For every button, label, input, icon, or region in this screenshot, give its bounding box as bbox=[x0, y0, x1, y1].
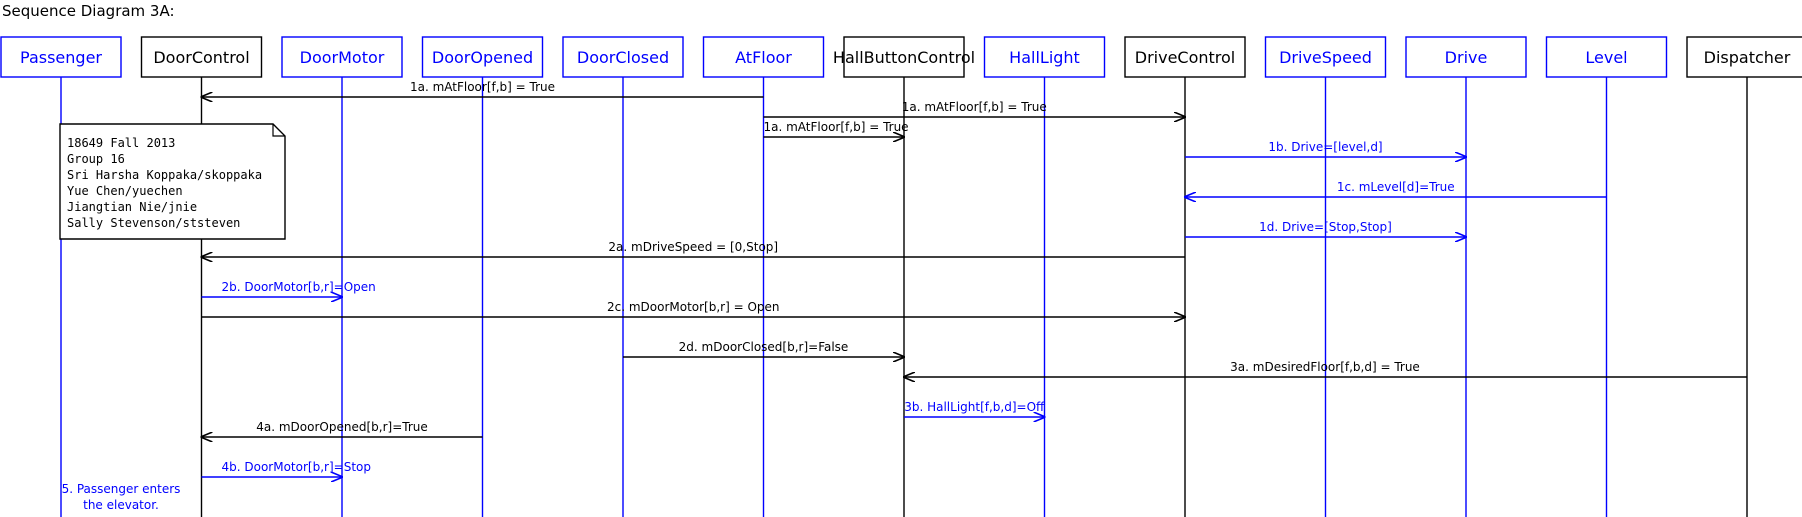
message-label: 2c. mDoorMotor[b,r] = Open bbox=[607, 300, 780, 314]
lifeline-label-dispatcher: Dispatcher bbox=[1704, 48, 1791, 67]
lifeline-label-door-opened: DoorOpened bbox=[432, 48, 533, 67]
lifeline-door-control: DoorControl bbox=[140, 36, 263, 517]
lifeline-box-passenger[interactable] bbox=[0, 36, 122, 78]
lifeline-door-opened: DoorOpened bbox=[421, 36, 544, 517]
message-14: 4b. DoorMotor[b,r]=Stop bbox=[201, 460, 371, 477]
lifeline-box-hall-button-control[interactable] bbox=[843, 36, 965, 78]
lifeline-label-drive: Drive bbox=[1445, 48, 1488, 67]
message-label: 2a. mDriveSpeed = [0,Stop] bbox=[608, 240, 778, 254]
message-1: 1a. mAtFloor[f,b] = True bbox=[202, 80, 764, 97]
lifeline-box-drive-speed[interactable] bbox=[1264, 36, 1387, 78]
lifeline-box-dispatcher[interactable] bbox=[1686, 36, 1802, 78]
note-line: Sri Harsha Koppaka/skoppaka bbox=[67, 168, 262, 182]
message-label: 4a. mDoorOpened[b,r]=True bbox=[256, 420, 428, 434]
message-label: 1a. mAtFloor[f,b] = True bbox=[764, 120, 909, 134]
message-2: 1a. mAtFloor[f,b] = True bbox=[763, 100, 1186, 117]
lifeline-door-closed: DoorClosed bbox=[562, 36, 684, 517]
note-line: Group 16 bbox=[67, 152, 125, 166]
message-7: 2a. mDriveSpeed = [0,Stop] bbox=[202, 240, 1185, 257]
lifeline-box-door-motor[interactable] bbox=[281, 36, 403, 78]
lifeline-label-hall-button-control: HallButtonControl bbox=[833, 48, 975, 67]
message-11: 3a. mDesiredFloor[f,b,d] = True bbox=[904, 360, 1747, 377]
lifeline-level: Level bbox=[1545, 36, 1668, 517]
note-line: Jiangtian Nie/jnie bbox=[67, 200, 197, 214]
message-4: 1b. Drive=[level,d] bbox=[1185, 140, 1466, 157]
lifeline-box-drive-control[interactable] bbox=[1124, 36, 1246, 78]
lifeline-label-door-control: DoorControl bbox=[153, 48, 249, 67]
lifeline-passenger: Passenger bbox=[0, 36, 122, 517]
message-label: 1d. Drive=[Stop,Stop] bbox=[1259, 220, 1392, 234]
message-8: 2b. DoorMotor[b,r]=Open bbox=[201, 280, 376, 297]
lifeline-box-drive[interactable] bbox=[1405, 36, 1527, 78]
passenger-step-text: 5. Passenger enters the elevator. bbox=[62, 482, 181, 512]
diagram-title: Sequence Diagram 3A: bbox=[2, 2, 175, 20]
lifeline-hall-button-control: HallButtonControl bbox=[833, 36, 975, 517]
lifeline-box-door-closed[interactable] bbox=[562, 36, 684, 78]
lifeline-label-drive-speed: DriveSpeed bbox=[1279, 48, 1372, 67]
message-9: 2c. mDoorMotor[b,r] = Open bbox=[201, 300, 1186, 317]
lifeline-hall-light: HallLight bbox=[983, 36, 1106, 517]
lifeline-drive: Drive bbox=[1405, 36, 1527, 517]
note-line: Sally Stevenson/ststeven bbox=[67, 216, 240, 230]
message-label: 1a. mAtFloor[f,b] = True bbox=[902, 100, 1047, 114]
lifeline-label-level: Level bbox=[1585, 48, 1627, 67]
message-12: 3b. HallLight[f,b,d]=Off bbox=[904, 400, 1045, 417]
lifeline-label-at-floor: AtFloor bbox=[735, 48, 792, 67]
lifeline-box-hall-light[interactable] bbox=[983, 36, 1106, 78]
message-label: 1b. Drive=[level,d] bbox=[1268, 140, 1382, 154]
lifeline-box-door-control[interactable] bbox=[140, 36, 263, 78]
message-label: 4b. DoorMotor[b,r]=Stop bbox=[222, 460, 371, 474]
lifeline-label-hall-light: HallLight bbox=[1009, 48, 1080, 67]
message-10: 2d. mDoorClosed[b,r]=False bbox=[623, 340, 904, 357]
lifeline-label-passenger: Passenger bbox=[20, 48, 102, 67]
message-label: 2b. DoorMotor[b,r]=Open bbox=[222, 280, 376, 294]
message-label: 3a. mDesiredFloor[f,b,d] = True bbox=[1230, 360, 1420, 374]
message-3: 1a. mAtFloor[f,b] = True bbox=[763, 120, 909, 137]
lifeline-label-door-closed: DoorClosed bbox=[577, 48, 669, 67]
lifeline-door-motor: DoorMotor bbox=[281, 36, 403, 517]
message-6: 1d. Drive=[Stop,Stop] bbox=[1185, 220, 1466, 237]
lifeline-box-at-floor[interactable] bbox=[702, 36, 825, 78]
lifeline-dispatcher: Dispatcher bbox=[1686, 36, 1802, 517]
lifeline-label-door-motor: DoorMotor bbox=[300, 48, 385, 67]
message-13: 4a. mDoorOpened[b,r]=True bbox=[202, 420, 483, 437]
message-label: 3b. HallLight[f,b,d]=Off bbox=[904, 400, 1045, 414]
lifeline-at-floor: AtFloor bbox=[702, 36, 825, 517]
note-line: Yue Chen/yuechen bbox=[67, 184, 183, 198]
note-line: 18649 Fall 2013 bbox=[67, 136, 175, 150]
note-box bbox=[59, 123, 286, 240]
message-label: 1a. mAtFloor[f,b] = True bbox=[410, 80, 555, 94]
message-label: 1c. mLevel[d]=True bbox=[1337, 180, 1455, 194]
lifeline-box-door-opened[interactable] bbox=[421, 36, 544, 78]
note-fold bbox=[272, 124, 285, 137]
message-5: 1c. mLevel[d]=True bbox=[1185, 180, 1607, 197]
lifeline-drive-speed: DriveSpeed bbox=[1264, 36, 1387, 517]
lifeline-label-drive-control: DriveControl bbox=[1135, 48, 1236, 67]
step-text-line: the elevator. bbox=[83, 498, 159, 512]
step-text-line: 5. Passenger enters bbox=[62, 482, 181, 496]
message-label: 2d. mDoorClosed[b,r]=False bbox=[679, 340, 849, 354]
lifeline-box-level[interactable] bbox=[1545, 36, 1668, 78]
lifeline-drive-control: DriveControl bbox=[1124, 36, 1246, 517]
